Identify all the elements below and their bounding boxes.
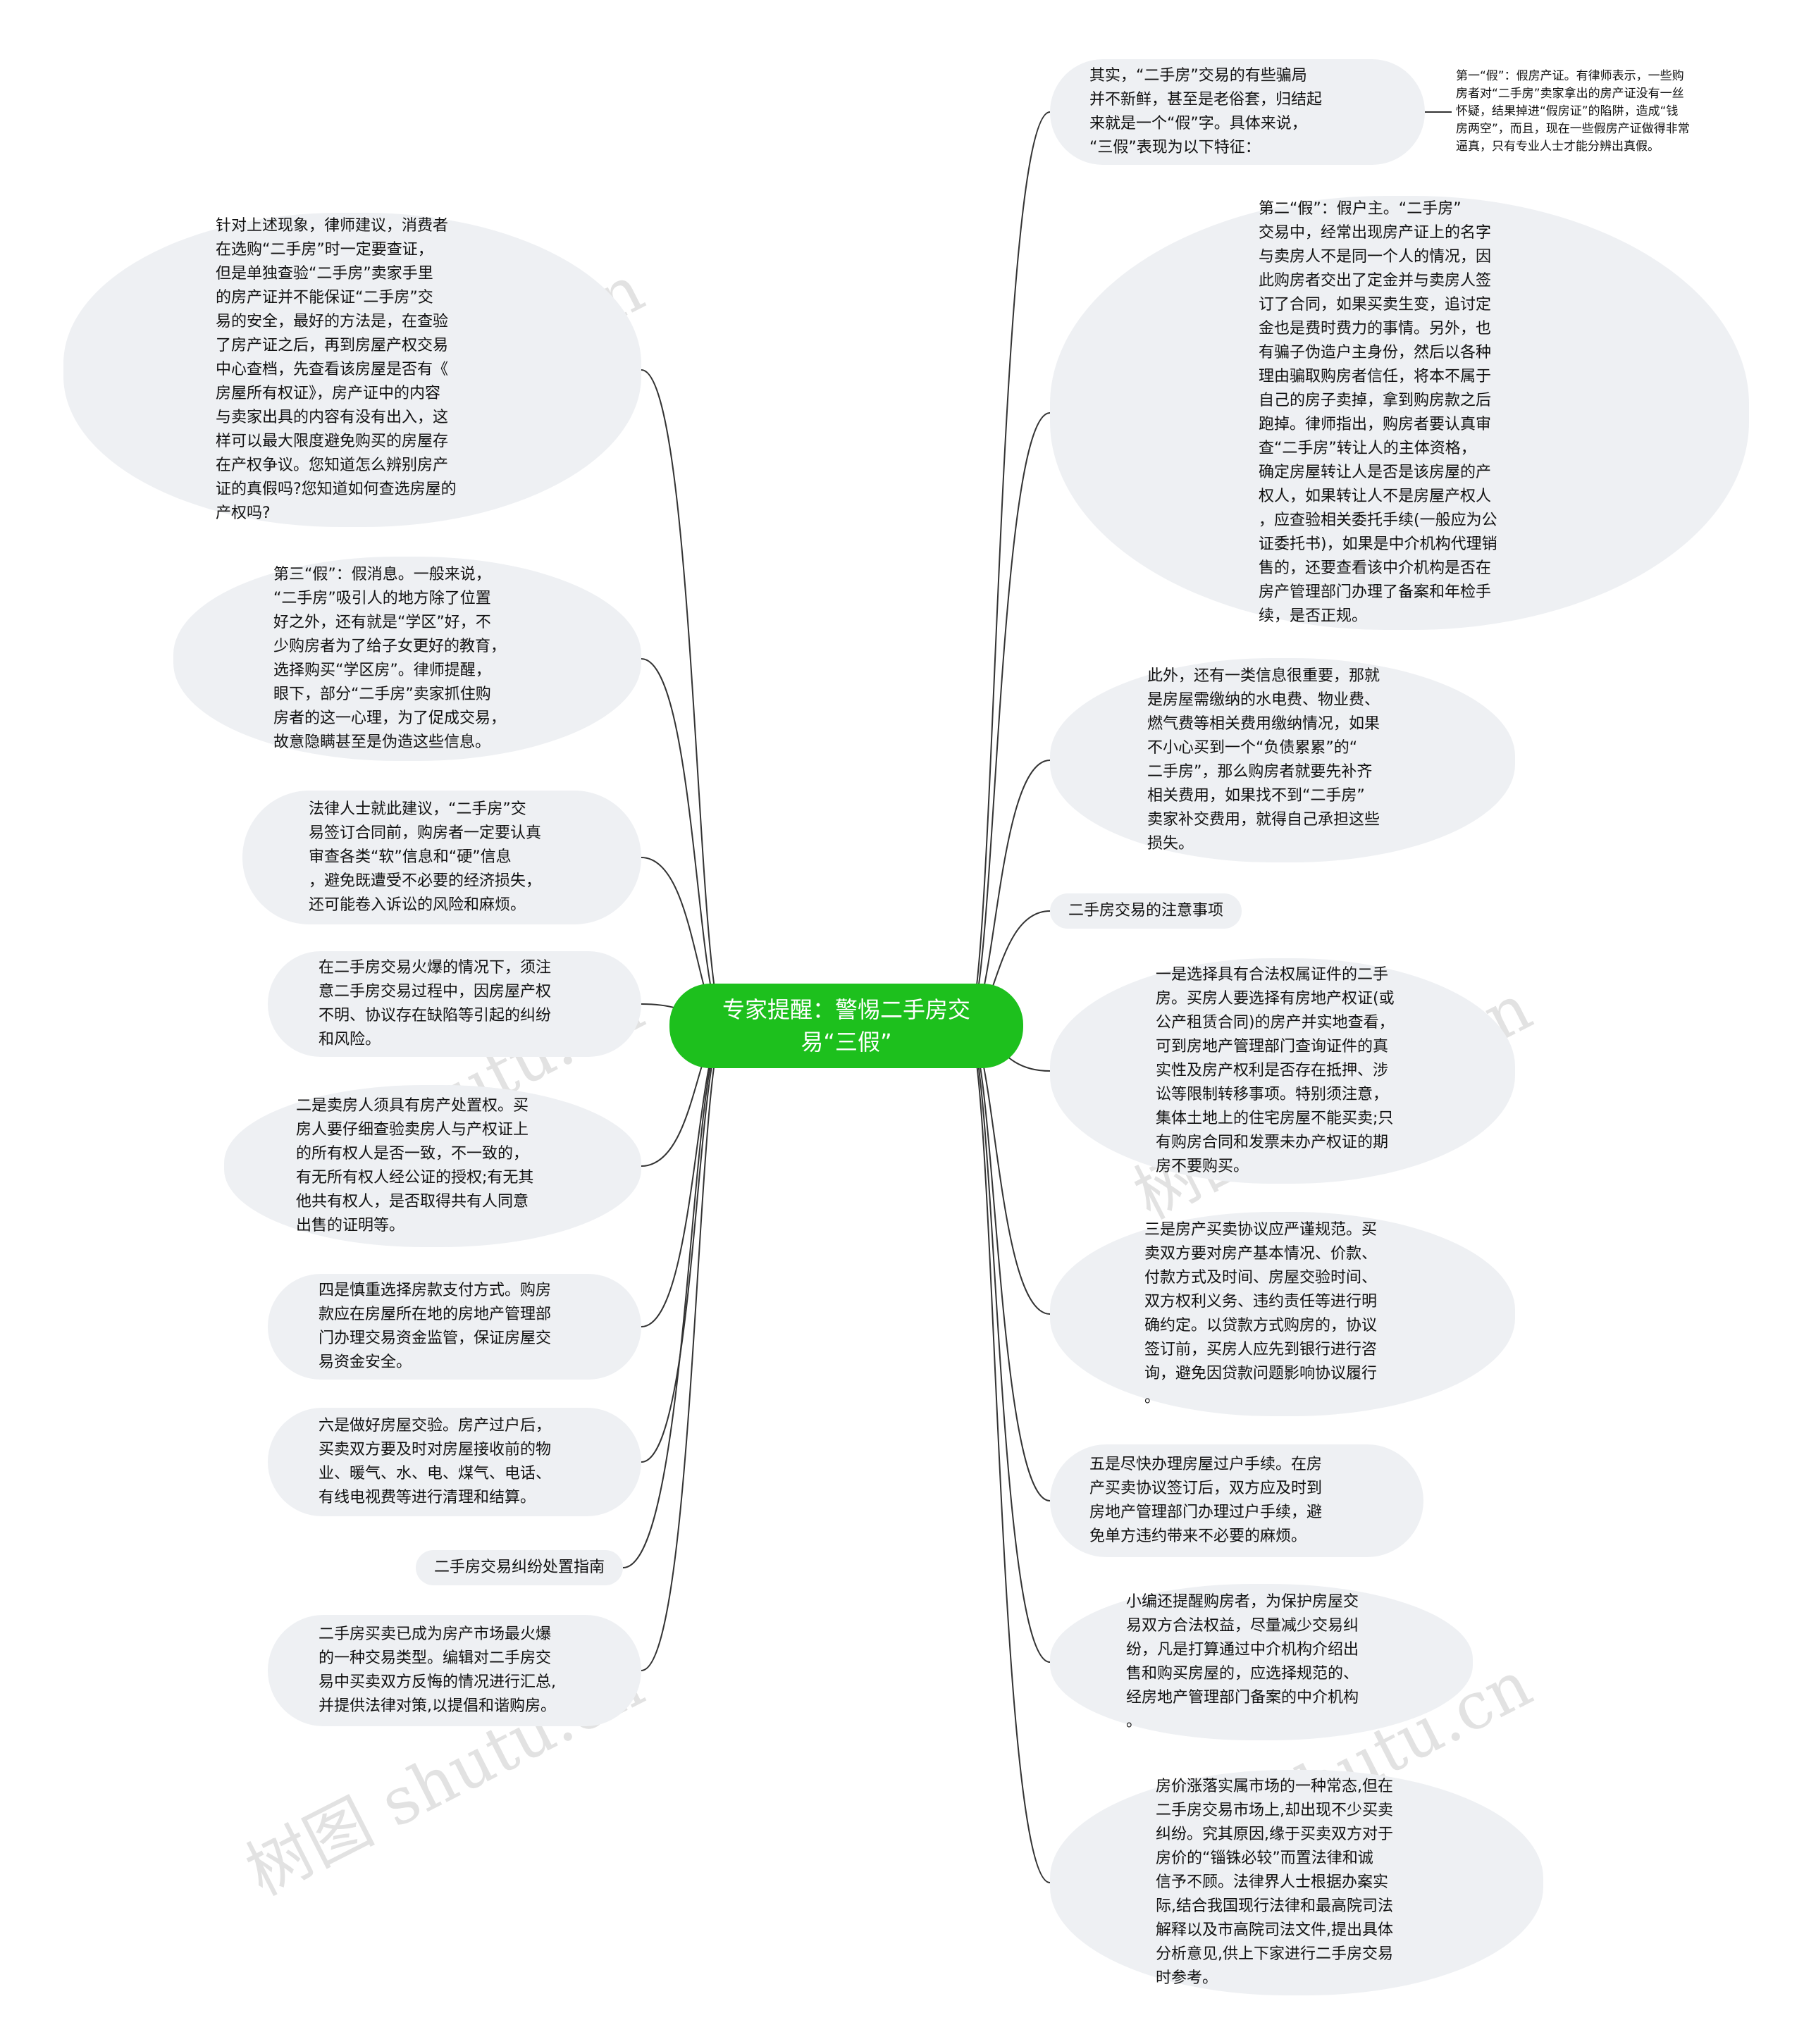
node-text: 第二“假”：假户主。“二手房” 交易中，经常出现房产证上的名字 与卖房人不是同一…: [1259, 200, 1497, 625]
node-text: 五是尽快办理房屋过户手续。在房 产买卖协议签订后，双方应及时到 房地产管理部门办…: [1089, 1456, 1323, 1545]
branch-fake-news[interactable]: 第三“假”：假消息。一般来说， “二手房”吸引人的地方除了位置 好之外，还有就是…: [173, 557, 641, 761]
branch-dispute-summary[interactable]: 二手房买卖已成为房产市场最火爆 的一种交易类型。编辑对二手房交 易中买卖双方反悔…: [268, 1615, 641, 1726]
connector-left: [641, 658, 727, 1027]
node-text: 二手房买卖已成为房产市场最火爆 的一种交易类型。编辑对二手房交 易中买卖双方反悔…: [319, 1625, 556, 1715]
branch-payment-method[interactable]: 四是慎重选择房款支付方式。购房 款应在房屋所在地的房地产管理部 门办理交易资金监…: [268, 1274, 641, 1380]
node-text: 六是做好房屋交验。房产过户后， 买卖双方要及时对房屋接收前的物 业、暖气、水、电…: [319, 1417, 552, 1506]
node-text: 二手房交易纠纷处置指南: [434, 1559, 605, 1576]
branch-agent-advice[interactable]: 小编还提醒购房者，为保护房屋交 易双方合法权益，尽量减少交易纠 纷，凡是打算通过…: [1050, 1584, 1473, 1740]
node-text: 此外，还有一类信息很重要，那就 是房屋需缴纳的水电费、物业费、 燃气费等相关费用…: [1147, 667, 1380, 853]
branch-legal-suggestion[interactable]: 法律人士就此建议，“二手房”交 易签订合同前，购房者一定要认真 审查各类“软”信…: [242, 791, 641, 924]
node-text: 三是房产买卖协议应严谨规范。买 卖双方要对房产基本情况、价款、 付款方式及时间、…: [1144, 1221, 1378, 1406]
branch-market-risk[interactable]: 在二手房交易火爆的情况下，须注 意二手房交易过程中，因房屋产权 不明、协议存在缺…: [268, 951, 641, 1057]
branch-fake-owner[interactable]: 第二“假”：假户主。“二手房” 交易中，经常出现房产证上的名字 与卖房人不是同一…: [1050, 196, 1749, 630]
node-text: 二手房交易的注意事项: [1068, 902, 1224, 919]
node-text: 四是慎重选择房款支付方式。购房 款应在房屋所在地的房地产管理部 门办理交易资金监…: [319, 1282, 552, 1371]
branch-fake-intro[interactable]: 其实，“二手房”交易的有些骗局 并不新鲜，甚至是老俗套，归结起 来就是一个“假”…: [1050, 59, 1425, 165]
connector-left: [641, 369, 727, 1027]
node-text: 其实，“二手房”交易的有些骗局 并不新鲜，甚至是老俗套，归结起 来就是一个“假”…: [1089, 67, 1323, 156]
connector-right: [966, 111, 1051, 1027]
node-text: 小编还提醒购房者，为保护房屋交 易双方合法权益，尽量减少交易纠 纷，凡是打算通过…: [1126, 1593, 1359, 1730]
branch-lawyer-advice[interactable]: 针对上述现象，律师建议，消费者 在选购“二手房”时一定要查证， 但是单独查验“二…: [63, 213, 641, 527]
node-text: 针对上述现象，律师建议，消费者 在选购“二手房”时一定要查证， 但是单独查验“二…: [216, 217, 457, 522]
connector-right: [966, 412, 1051, 1027]
node-text: 在二手房交易火爆的情况下，须注 意二手房交易过程中，因房屋产权 不明、协议存在缺…: [319, 959, 552, 1048]
branch-price-disputes[interactable]: 房价涨落实属市场的一种常态,但在 二手房交易市场上,却出现不少买卖 纠纷。究其原…: [1050, 1770, 1543, 1995]
connector-right: [966, 1025, 1051, 1663]
branch-notes-heading[interactable]: 二手房交易的注意事项: [1050, 893, 1242, 929]
node-text: 房价涨落实属市场的一种常态,但在 二手房交易市场上,却出现不少买卖 纠纷。究其原…: [1156, 1778, 1393, 1987]
node-text: 法律人士就此建议，“二手房”交 易签订合同前，购房者一定要认真 审查各类“软”信…: [309, 800, 542, 914]
connector-left: [641, 1025, 727, 1463]
connector-right: [966, 1025, 1051, 1501]
branch-contract-rules[interactable]: 三是房产买卖协议应严谨规范。买 卖双方要对房产基本情况、价款、 付款方式及时间、…: [1050, 1212, 1515, 1416]
root-topic-label: 专家提醒：警惕二手房交 易“三假”: [722, 996, 970, 1055]
node-text: 二是卖房人须具有房产处置权。买 房人要仔细查验卖房人与产权证上 的所有权人是否一…: [296, 1097, 534, 1234]
sub-note-fake-certificate: 第一“假”：假房产证。有律师表示，一些购 房者对“二手房”卖家拿出的房产证没有一…: [1456, 69, 1690, 154]
branch-legal-title[interactable]: 一是选择具有合法权属证件的二手 房。买房人要选择有房地产权证(或 公产租赁合同)…: [1050, 958, 1515, 1184]
branch-fees-info[interactable]: 此外，还有一类信息很重要，那就 是房屋需缴纳的水电费、物业费、 燃气费等相关费用…: [1050, 658, 1515, 862]
connector-right: [966, 1025, 1051, 1883]
root-topic[interactable]: 专家提醒：警惕二手房交 易“三假”: [669, 984, 1023, 1068]
branch-dispute-guide-heading[interactable]: 二手房交易纠纷处置指南: [416, 1550, 624, 1585]
node-text: 第三“假”：假消息。一般来说， “二手房”吸引人的地方除了位置 好之外，还有就是…: [273, 566, 507, 751]
node-text: 一是选择具有合法权属证件的二手 房。买房人要选择有房地产权证(或 公产租赁合同)…: [1156, 966, 1395, 1175]
connector-left: [622, 1025, 727, 1568]
branch-house-handover[interactable]: 六是做好房屋交验。房产过户后， 买卖双方要及时对房屋接收前的物 业、暖气、水、电…: [268, 1408, 641, 1516]
branch-transfer-procedure[interactable]: 五是尽快办理房屋过户手续。在房 产买卖协议签订后，双方应及时到 房地产管理部门办…: [1050, 1444, 1423, 1557]
branch-disposal-right[interactable]: 二是卖房人须具有房产处置权。买 房人要仔细查验卖房人与产权证上 的所有权人是否一…: [224, 1085, 641, 1247]
